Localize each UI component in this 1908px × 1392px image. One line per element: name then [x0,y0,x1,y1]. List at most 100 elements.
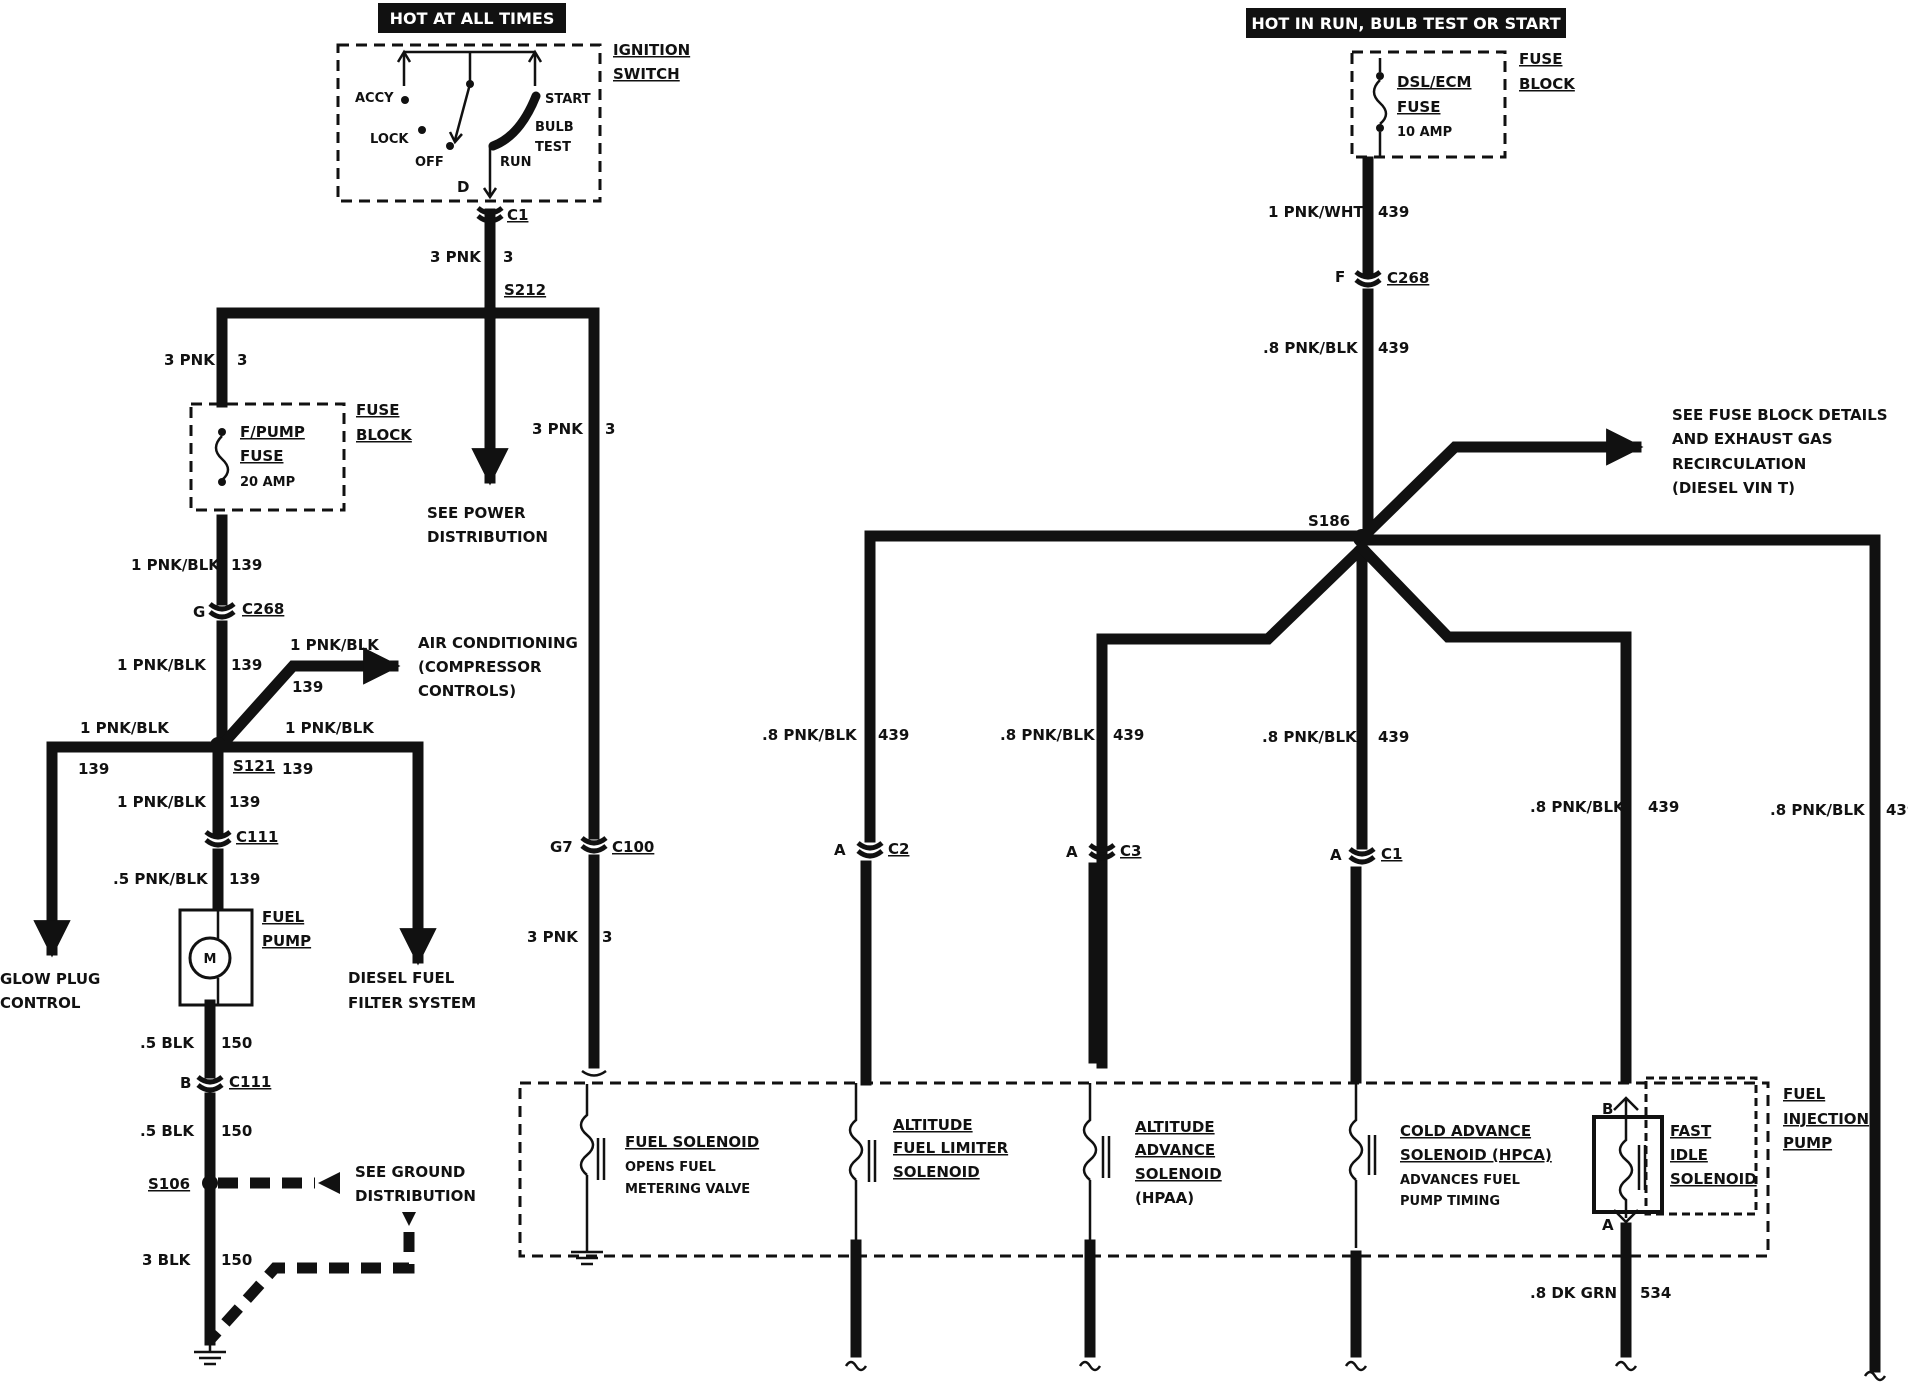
svg-text:C100: C100 [612,838,654,856]
svg-text:F/PUMP: F/PUMP [240,423,305,441]
altitude-fuel-limiter-solenoid: ALTITUDE FUEL LIMITER SOLENOID [848,1083,1009,1245]
svg-text:PUMP: PUMP [1783,1134,1832,1152]
fuel-pump: M FUEL PUMP [178,908,311,1007]
wire-to-air-conditioning: 1 PNK/BLK 139 AIR CONDITIONING (COMPRESS… [214,634,578,753]
svg-text:ALTITUDE: ALTITUDE [893,1116,973,1134]
svg-text:139: 139 [292,678,323,696]
svg-text:SEE FUSE BLOCK DETAILS: SEE FUSE BLOCK DETAILS [1672,406,1888,424]
cold-advance-solenoid: COLD ADVANCE SOLENOID (HPCA) ADVANCES FU… [1348,1083,1552,1248]
svg-text:AND EXHAUST GAS: AND EXHAUST GAS [1672,430,1833,448]
header-hot-at-all-times: HOT AT ALL TIMES [378,3,566,33]
svg-text:DISTRIBUTION: DISTRIBUTION [355,1187,476,1205]
wire-to-altitude-advance [1096,540,1370,1069]
offpage-break-icons [844,1360,1887,1382]
svg-text:FUSE: FUSE [240,447,283,465]
svg-text:C111: C111 [229,1073,271,1091]
wire-to-fast-idle [1354,540,1632,1084]
svg-text:139: 139 [231,656,262,674]
svg-text:S106: S106 [148,1175,190,1193]
svg-text:FUSE: FUSE [1397,98,1440,116]
svg-text:FILTER SYSTEM: FILTER SYSTEM [348,994,476,1012]
wire-to-right-offpage [1362,534,1881,1373]
connector-c2: A C2 [834,840,909,859]
svg-text:C1: C1 [1381,845,1402,863]
svg-text:3 PNK: 3 PNK [164,351,216,369]
svg-text:.8 PNK/BLK: .8 PNK/BLK [762,726,858,744]
svg-text:D: D [457,178,469,196]
svg-text:439: 439 [1113,726,1144,744]
svg-text:1 PNK/BLK: 1 PNK/BLK [117,656,207,674]
fuel-injection-pump: FUEL INJECTION PUMP [518,1081,1869,1258]
circuit-number-3: 3 [503,248,513,266]
svg-text:C268: C268 [242,600,284,618]
svg-text:AIR CONDITIONING: AIR CONDITIONING [418,634,578,652]
svg-text:FUEL SOLENOID: FUEL SOLENOID [625,1133,759,1151]
svg-text:RECIRCULATION: RECIRCULATION [1672,455,1806,473]
svg-text:PUMP TIMING: PUMP TIMING [1400,1194,1500,1209]
svg-text:439: 439 [1378,728,1409,746]
svg-text:HOT AT ALL TIMES: HOT AT ALL TIMES [390,9,555,28]
svg-text:SOLENOID (HPCA): SOLENOID (HPCA) [1400,1146,1552,1164]
svg-text:1 PNK/BLK: 1 PNK/BLK [117,793,207,811]
svg-text:DSL/ECM: DSL/ECM [1397,73,1471,91]
altitude-advance-solenoid: ALTITUDE ADVANCE SOLENOID (HPAA) [1082,1083,1222,1245]
connector-c111-upper: C111 [204,828,278,848]
wire-label-3pnk: 3 PNK [430,248,482,266]
svg-text:3: 3 [605,420,615,438]
svg-text:.5 BLK: .5 BLK [140,1034,195,1052]
svg-text:BLOCK: BLOCK [356,426,413,444]
svg-text:1 PNK/WHT: 1 PNK/WHT [1268,203,1364,221]
svg-text:S212: S212 [504,281,546,299]
svg-text:1 PNK/BLK: 1 PNK/BLK [131,556,221,574]
svg-text:CONTROLS): CONTROLS) [418,682,516,700]
svg-text:IDLE: IDLE [1670,1146,1708,1164]
svg-text:A: A [1066,843,1078,861]
svg-text:OPENS FUEL: OPENS FUEL [625,1160,716,1175]
svg-text:1 PNK/BLK: 1 PNK/BLK [80,719,170,737]
svg-text:(HPAA): (HPAA) [1135,1189,1194,1207]
svg-text:C268: C268 [1387,269,1429,287]
svg-text:C111: C111 [236,828,278,846]
svg-text:534: 534 [1640,1284,1671,1302]
svg-text:GLOW PLUG: GLOW PLUG [0,970,100,988]
fuel-solenoid: FUEL SOLENOID OPENS FUEL METERING VALVE [579,1069,759,1243]
svg-text:DIESEL FUEL: DIESEL FUEL [348,969,455,987]
svg-text:3 BLK: 3 BLK [142,1251,192,1269]
fast-idle-solenoid: B A FAST IDLE SOLENOID [1592,1076,1758,1234]
svg-text:C2: C2 [888,840,909,858]
svg-text:BULB: BULB [535,120,574,135]
svg-text:.8 PNK/BLK: .8 PNK/BLK [1770,801,1866,819]
ignition-switch: IGNITION SWITCH ACCY LOCK OFF RUN START … [336,41,690,203]
svg-text:439: 439 [1378,203,1409,221]
svg-text:3 PNK: 3 PNK [527,928,579,946]
svg-text:COLD ADVANCE: COLD ADVANCE [1400,1122,1531,1140]
wire-to-altitude-fuel-limiter [864,530,1368,843]
svg-text:C3: C3 [1120,842,1141,860]
wire-see-fuse-block-details: SEE FUSE BLOCK DETAILS AND EXHAUST GAS R… [1354,406,1888,546]
svg-text:METERING VALVE: METERING VALVE [625,1182,750,1197]
svg-text:.5 PNK/BLK: .5 PNK/BLK [113,870,209,888]
svg-text:.8 PNK/BLK: .8 PNK/BLK [1262,728,1358,746]
svg-text:139: 139 [229,793,260,811]
svg-text:FUEL LIMITER: FUEL LIMITER [893,1139,1009,1157]
svg-text:S121: S121 [233,757,275,775]
svg-text:(DIESEL VIN T): (DIESEL VIN T) [1672,479,1795,497]
svg-text:START: START [545,92,591,107]
connector-c1-ignition: C1 [476,205,528,224]
header-hot-in-run: HOT IN RUN, BULB TEST OR START [1246,8,1566,38]
svg-text:G7: G7 [550,838,573,856]
svg-text:FAST: FAST [1670,1122,1712,1140]
ignition-switch-title: IGNITION [613,41,690,59]
svg-text:SEE GROUND: SEE GROUND [355,1163,465,1181]
svg-text:RUN: RUN [500,155,531,170]
svg-text:INJECTION: INJECTION [1783,1110,1869,1128]
connector-c268-right: F C268 [1335,268,1429,288]
svg-text:.5 BLK: .5 BLK [140,1122,195,1140]
svg-text:150: 150 [221,1122,252,1140]
svg-text:150: 150 [221,1034,252,1052]
wire-to-diesel-fuel-filter: 1 PNK/BLK 139 DIESEL FUEL FILTER SYSTEM [219,719,476,1012]
svg-text:ADVANCE: ADVANCE [1135,1141,1215,1159]
svg-text:439: 439 [1886,801,1908,819]
svg-text:FUSE: FUSE [356,401,399,419]
